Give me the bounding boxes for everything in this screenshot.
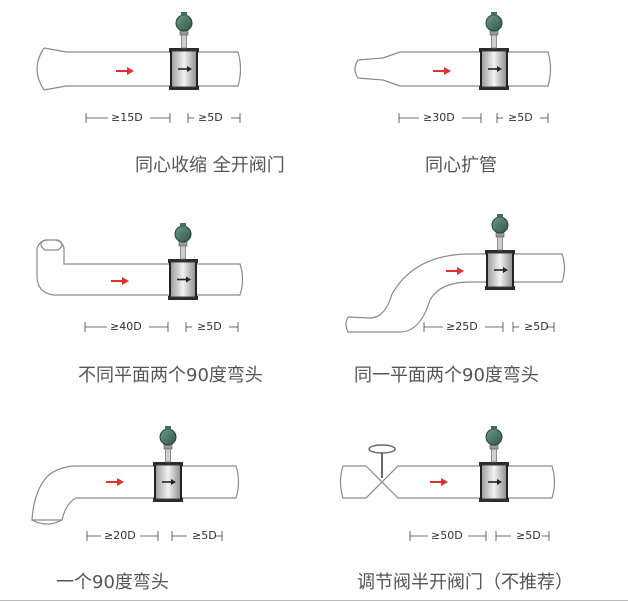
pipe-expander — [354, 51, 552, 87]
pipe-two-elbows-different-planes — [36, 239, 244, 296]
flow-arrow-icon — [111, 277, 129, 285]
panel-2-downstream-distance: ≥5D — [508, 111, 533, 124]
dimension-line — [85, 113, 241, 123]
valve-handwheel-icon — [368, 444, 396, 478]
panel-2-caption: 同心扩管 — [425, 155, 497, 176]
panel-1-downstream-distance: ≥5D — [198, 111, 223, 124]
flow-arrow-icon — [430, 478, 448, 486]
flow-arrow-icon — [433, 67, 451, 75]
flow-arrow-icon — [446, 267, 464, 275]
panel-4-caption: 同一平面两个90度弯头 — [354, 365, 539, 386]
flow-arrow-icon — [116, 67, 134, 75]
pipe-reducer — [36, 47, 242, 91]
panel-5-upstream-distance: ≥20D — [104, 529, 136, 542]
flowmeter-icon — [169, 12, 199, 90]
flowmeter-icon — [485, 214, 515, 290]
panel-6-downstream-distance: ≥5D — [516, 529, 541, 542]
panel-1-upstream-distance: ≥15D — [111, 111, 143, 124]
panel-3-downstream-distance: ≥5D — [197, 320, 222, 333]
flowmeter-icon — [153, 426, 183, 502]
flowmeter-icon — [479, 12, 509, 90]
panel-3-caption: 不同平面两个90度弯头 — [78, 365, 263, 386]
pipe-one-elbow — [31, 465, 240, 525]
panel-4-downstream-distance: ≥5D — [524, 320, 549, 333]
dimension-line — [409, 531, 550, 541]
pipe-two-elbows-same-plane — [345, 253, 566, 333]
pipe-control-valve — [339, 465, 556, 499]
panel-5-downstream-distance: ≥5D — [192, 529, 217, 542]
panel-2-upstream-distance: ≥30D — [423, 111, 455, 124]
dimension-line — [423, 322, 555, 332]
flow-arrow-icon — [106, 478, 124, 486]
panel-4-upstream-distance: ≥25D — [446, 320, 478, 333]
dimension-line — [84, 322, 239, 332]
panel-6-caption: 调节阀半开阀门（不推荐） — [357, 572, 573, 593]
dimension-line — [398, 113, 549, 123]
flowmeter-icon — [168, 223, 198, 300]
panel-5-caption: 一个90度弯头 — [56, 572, 169, 593]
bottom-divider — [0, 600, 628, 601]
flowmeter-icon — [479, 426, 509, 502]
panel-3-upstream-distance: ≥40D — [110, 320, 142, 333]
panel-6-upstream-distance: ≥50D — [431, 529, 463, 542]
dimension-line — [86, 531, 223, 541]
panel-1-caption: 同心收缩 全开阀门 — [135, 155, 285, 176]
